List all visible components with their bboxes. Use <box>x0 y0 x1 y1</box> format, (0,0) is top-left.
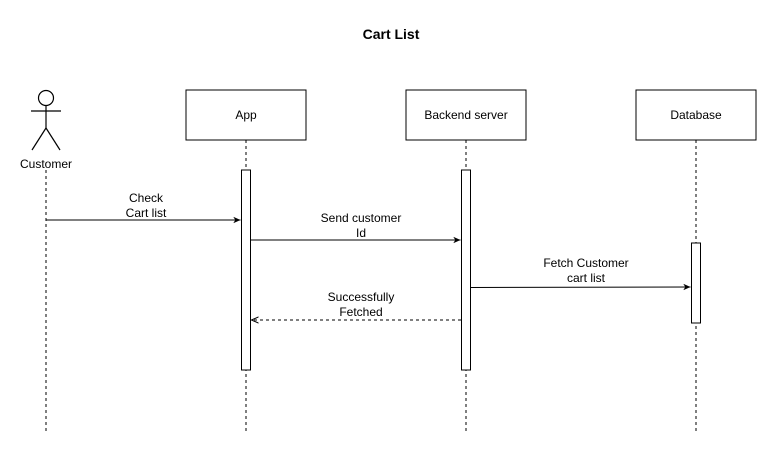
database-activation-bar[interactable] <box>691 242 701 324</box>
actor-left-leg <box>31 127 47 151</box>
successfully-fetched-label-line2: Fetched <box>339 305 382 319</box>
backend-server-box <box>405 89 527 141</box>
message-check-cart-list[interactable]: Check Cart list <box>46 191 241 224</box>
check-cart-label-line1: Check <box>129 191 164 205</box>
successfully-fetched-label-line1: Successfully <box>328 290 395 304</box>
customer-label: Customer <box>20 157 72 171</box>
app-box <box>185 89 307 141</box>
app-activation-bar[interactable] <box>241 169 251 371</box>
fetch-cart-list-label-line1: Fetch Customer <box>543 256 628 270</box>
database-box <box>635 89 757 141</box>
actor-head <box>37 89 55 107</box>
message-fetch-customer-cart-list[interactable]: Fetch Customer cart list <box>470 256 691 291</box>
fetch-cart-list-arrow <box>470 283 691 291</box>
actor-right-leg <box>45 127 61 151</box>
database-label: Database <box>670 108 722 122</box>
diagram-title: Cart List <box>363 26 420 42</box>
backend-activation-bar[interactable] <box>461 169 471 371</box>
customer-actor-icon[interactable] <box>31 89 61 151</box>
send-customer-id-label-line2: Id <box>356 226 366 240</box>
app-label: App <box>235 108 257 122</box>
check-cart-label-line2: Cart list <box>126 206 167 220</box>
participant-database[interactable]: Database <box>635 89 757 141</box>
fetch-cart-list-label-line2: cart list <box>567 271 606 285</box>
participant-backend-server[interactable]: Backend server <box>405 89 527 141</box>
backend-server-label: Backend server <box>424 108 507 122</box>
message-send-customer-id[interactable]: Send customer Id <box>251 211 461 244</box>
participant-app[interactable]: App <box>185 89 307 141</box>
send-customer-id-label-line1: Send customer <box>321 211 402 225</box>
message-successfully-fetched[interactable]: Successfully Fetched <box>252 290 462 320</box>
